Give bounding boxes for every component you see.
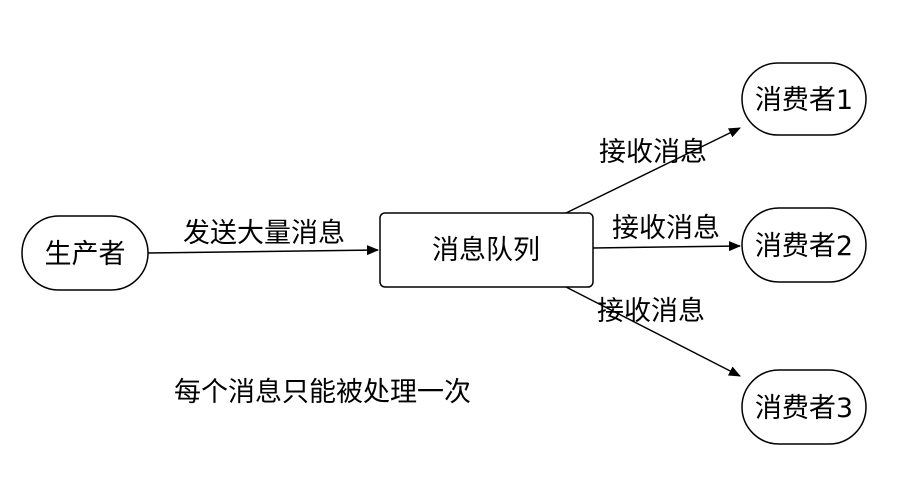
consumer3-label: 消费者3 — [755, 393, 853, 424]
consumer2-label: 消费者2 — [755, 231, 853, 262]
edge-queue-to-consumer3: 接收消息 — [565, 286, 741, 377]
edge-label-queue-to-consumer3: 接收消息 — [597, 296, 705, 327]
queue-node[interactable]: 消息队列 — [379, 212, 594, 288]
consumer2-node-shape — [741, 207, 867, 283]
note-text: 每个消息只能被处理一次 — [174, 377, 471, 408]
arrow-queue-to-consumer2 — [592, 241, 741, 252]
producer-label: 生产者 — [45, 239, 126, 270]
queue-label: 消息队列 — [432, 235, 540, 266]
consumer1-node-shape — [741, 62, 867, 136]
consumer3-node-shape — [741, 369, 867, 445]
edge-label-producer-to-queue: 发送大量消息 — [183, 218, 345, 249]
queue-node-shape — [379, 212, 594, 288]
edge-label-queue-to-consumer2: 接收消息 — [612, 213, 720, 244]
arrow-producer-to-queue — [147, 245, 379, 256]
edge-producer-to-queue: 发送大量消息 — [147, 218, 379, 256]
edge-queue-to-consumer1: 接收消息 — [565, 127, 741, 214]
consumer2-node[interactable]: 消费者2 — [741, 207, 867, 283]
arrow-queue-to-consumer3 — [565, 286, 741, 377]
consumer1-label: 消费者1 — [755, 85, 853, 116]
producer-node[interactable]: 生产者 — [21, 215, 149, 291]
consumer1-node[interactable]: 消费者1 — [741, 62, 867, 136]
edge-queue-to-consumer2: 接收消息 — [592, 213, 741, 252]
consumer3-node[interactable]: 消费者3 — [741, 369, 867, 445]
edge-label-queue-to-consumer1: 接收消息 — [599, 137, 707, 168]
arrow-queue-to-consumer1 — [565, 127, 741, 214]
